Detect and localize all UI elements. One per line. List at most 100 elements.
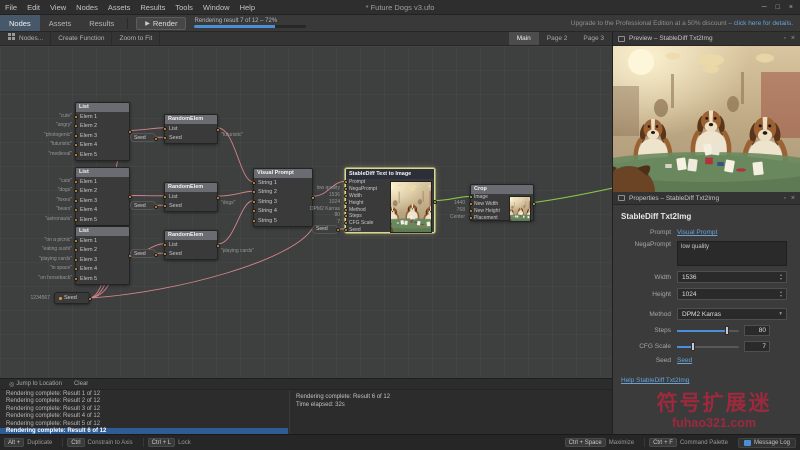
input-port[interactable] [344, 201, 348, 205]
input-port[interactable] [74, 218, 78, 222]
jump-to-location-button[interactable]: ◎ Jump to Location [4, 379, 67, 389]
menu-help[interactable]: Help [235, 0, 260, 14]
input-port[interactable] [469, 202, 473, 206]
nodes-browser-button[interactable]: Nodes... [0, 32, 51, 45]
menu-tools[interactable]: Tools [170, 0, 198, 14]
menu-window[interactable]: Window [198, 0, 235, 14]
output-port[interactable] [88, 297, 92, 301]
output-port[interactable] [336, 228, 340, 232]
zoom-to-fit-button[interactable]: Zoom to Fit [112, 32, 160, 45]
output-port[interactable] [128, 195, 132, 199]
negaprompt-input[interactable]: low quality [677, 241, 787, 266]
cfg-slider-thumb[interactable] [691, 342, 695, 351]
output-port[interactable] [216, 244, 220, 248]
input-port[interactable] [344, 187, 348, 191]
message-log-button[interactable]: Message Log [738, 438, 796, 448]
input-port[interactable] [74, 124, 78, 128]
prompt-connection-link[interactable]: Visual Prompt [677, 229, 717, 236]
menu-view[interactable]: View [45, 0, 71, 14]
node-randomelem-3[interactable]: RandomElem List Seed [164, 230, 218, 260]
node-canvas[interactable]: List Elem 1 Elem 2 Elem 3 Elem 4 Elem 5 … [0, 46, 612, 378]
input-port[interactable] [163, 127, 167, 131]
tab-page-main[interactable]: Main [509, 32, 539, 45]
output-port[interactable] [154, 137, 158, 141]
node-list-2[interactable]: List Elem 1 Elem 2 Elem 3 Elem 4 Elem 5 [75, 167, 130, 226]
menu-file[interactable]: File [0, 0, 22, 14]
node-list-3[interactable]: List Elem 1 Elem 2 Elem 3 Elem 4 Elem 5 [75, 226, 130, 285]
input-port[interactable] [74, 239, 78, 243]
input-port[interactable] [163, 252, 167, 256]
tab-page-3[interactable]: Page 3 [575, 32, 612, 45]
input-port[interactable] [163, 204, 167, 208]
input-port[interactable] [74, 208, 78, 212]
input-port[interactable] [344, 214, 348, 218]
input-port[interactable] [74, 143, 78, 147]
minimize-button[interactable]: ─ [762, 4, 767, 11]
input-port[interactable] [74, 258, 78, 262]
log-entry[interactable]: Rendering complete: Result 5 of 12 [0, 420, 288, 428]
steps-value-input[interactable]: 80 [744, 325, 770, 336]
seed-ref-node[interactable]: Seed [130, 201, 156, 210]
node-crop[interactable]: Crop Image New Width New Height Placemen… [470, 184, 534, 221]
input-port[interactable] [74, 267, 78, 271]
seed-ref-node[interactable]: Seed [130, 249, 156, 258]
input-port[interactable] [252, 219, 256, 223]
input-port[interactable] [469, 209, 473, 213]
width-input[interactable]: 1536 ▴▾ [677, 271, 787, 283]
tab-nodes[interactable]: Nodes [0, 15, 40, 31]
clear-log-button[interactable]: Clear [69, 379, 93, 389]
output-port[interactable] [154, 253, 158, 257]
menu-nodes[interactable]: Nodes [71, 0, 103, 14]
log-entry[interactable]: Rendering complete: Result 3 of 12 [0, 405, 288, 413]
log-entry[interactable]: Rendering complete: Result 2 of 12 [0, 398, 288, 406]
output-port[interactable] [216, 128, 220, 132]
input-port[interactable] [163, 243, 167, 247]
node-randomelem-1[interactable]: RandomElem List Seed [164, 114, 218, 144]
tab-assets[interactable]: Assets [40, 15, 81, 31]
menu-results[interactable]: Results [135, 0, 170, 14]
input-port[interactable] [74, 115, 78, 119]
input-port[interactable] [344, 180, 348, 184]
steps-slider-thumb[interactable] [725, 326, 729, 335]
seed-ref-node[interactable]: Seed [130, 133, 156, 142]
input-port[interactable] [74, 199, 78, 203]
close-icon[interactable]: × [791, 35, 795, 42]
input-port[interactable] [74, 153, 78, 157]
menu-edit[interactable]: Edit [22, 0, 45, 14]
stepper-down-icon[interactable]: ▾ [780, 277, 782, 281]
log-entry[interactable]: Rendering complete: Result 1 of 12 [0, 390, 288, 398]
node-randomelem-2[interactable]: RandomElem List Seed [164, 182, 218, 212]
input-port[interactable] [163, 195, 167, 199]
create-function-button[interactable]: Create Function [51, 32, 112, 45]
input-port[interactable] [74, 189, 78, 193]
input-port[interactable] [74, 277, 78, 281]
cfg-scale-value-input[interactable]: 7 [744, 341, 770, 352]
steps-slider[interactable] [677, 326, 739, 336]
seed-connection-link[interactable]: Seed [677, 357, 692, 364]
input-port[interactable] [344, 208, 348, 212]
upgrade-link[interactable]: click here for details. [734, 20, 793, 27]
input-port[interactable] [469, 216, 473, 220]
node-list-1[interactable]: List Elem 1 Elem 2 Elem 3 Elem 4 Elem 5 [75, 102, 130, 161]
input-port[interactable] [74, 248, 78, 252]
output-port[interactable] [216, 196, 220, 200]
cfg-scale-slider[interactable] [677, 342, 739, 352]
close-icon[interactable]: × [791, 195, 795, 202]
input-port[interactable] [252, 209, 256, 213]
input-port[interactable] [252, 181, 256, 185]
render-button[interactable]: ▶ Render [136, 17, 186, 30]
input-port[interactable] [252, 190, 256, 194]
pin-icon[interactable]: ◦ [783, 195, 785, 202]
log-entry[interactable]: Rendering complete: Result 4 of 12 [0, 413, 288, 421]
tab-results[interactable]: Results [80, 15, 123, 31]
maximize-button[interactable]: □ [776, 4, 780, 11]
node-seed[interactable]: Seed [54, 292, 90, 304]
image-input-port[interactable] [469, 195, 473, 199]
output-port[interactable] [154, 205, 158, 209]
stepper-down-icon[interactable]: ▾ [780, 294, 782, 298]
input-port[interactable] [74, 134, 78, 138]
input-port[interactable] [252, 200, 256, 204]
image-output-port[interactable] [532, 202, 536, 206]
menu-assets[interactable]: Assets [103, 0, 136, 14]
help-link[interactable]: Help StableDiff Txt2Img [621, 377, 689, 384]
